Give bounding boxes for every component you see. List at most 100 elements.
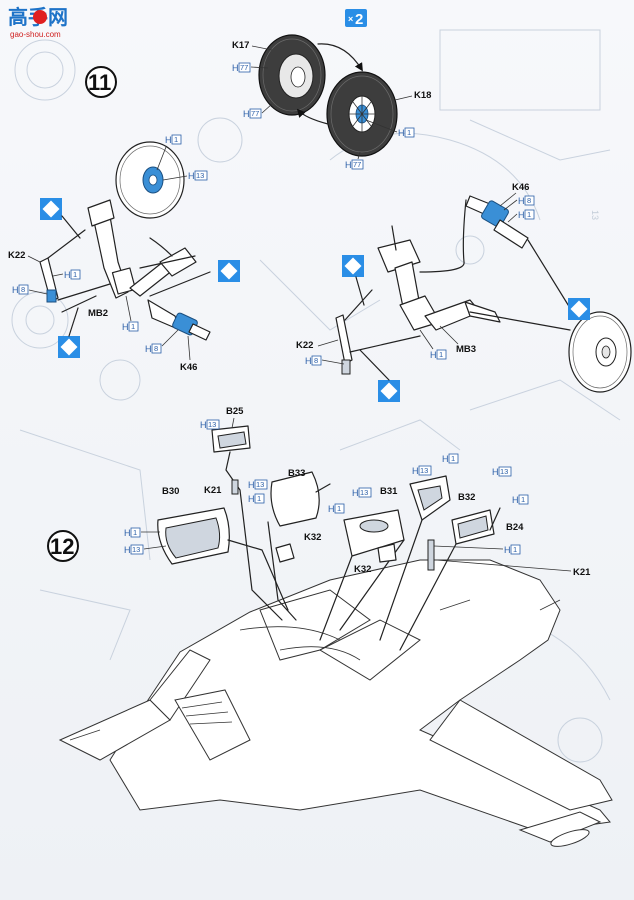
paint-ref-h8-right-k22: H 8 xyxy=(305,355,345,366)
svg-text:1: 1 xyxy=(257,494,261,503)
svg-text:1: 1 xyxy=(439,350,443,359)
paint-ref-h13-left-wheel: H 13 xyxy=(162,170,208,181)
times-sign: × xyxy=(348,14,353,24)
svg-text:H: H xyxy=(122,322,129,332)
svg-text:1: 1 xyxy=(521,495,525,504)
part-k32-right xyxy=(377,543,397,563)
paint-ref-h77-k17-top: H 77 xyxy=(232,62,269,73)
svg-text:H: H xyxy=(398,128,405,138)
right-wing xyxy=(429,699,613,811)
svg-text:H: H xyxy=(124,545,131,555)
svg-text:H: H xyxy=(12,285,19,295)
svg-text:H: H xyxy=(328,504,335,514)
label-left-k46: K46 xyxy=(180,362,197,373)
svg-text:13: 13 xyxy=(420,466,428,475)
paint-ref-h1-mb3: H 1 xyxy=(419,329,447,360)
svg-text:H: H xyxy=(518,210,525,220)
cockpit-parts: B25 H 13 K21 B33 H 13 H 1 B30 H xyxy=(124,406,591,651)
svg-text:1: 1 xyxy=(513,545,517,554)
svg-text:13: 13 xyxy=(196,171,204,180)
svg-text:H: H xyxy=(200,420,207,430)
svg-text:H: H xyxy=(504,545,511,555)
svg-text:H: H xyxy=(512,495,519,505)
paint-ref-h1-k18: H 1 xyxy=(365,119,415,138)
label-b30: B30 xyxy=(162,486,179,497)
left-gear-assembly: K22 MB2 K46 H 1 H 13 H 1 H 8 xyxy=(8,134,240,373)
paint-ref-h1-right-k46: H 1 xyxy=(507,209,535,223)
label-k18: K18 xyxy=(414,90,431,101)
diamond-callout-icon xyxy=(58,307,80,358)
paint-ref-h8-left-k22: H 8 xyxy=(12,284,48,295)
paint-ref-h1-left-k22: H 1 xyxy=(52,269,81,280)
paint-ref-h1-b33: H 1 xyxy=(248,493,265,504)
label-b24: B24 xyxy=(506,522,524,533)
svg-text:H: H xyxy=(412,466,419,476)
svg-text:H: H xyxy=(305,356,312,366)
svg-text:13: 13 xyxy=(208,420,216,429)
svg-text:H: H xyxy=(345,160,352,170)
label-k17: K17 xyxy=(232,40,249,51)
step-11-number: 11 xyxy=(88,70,111,95)
wheel-assembly: K17 K18 H 77 H 77 H 1 H 77 xyxy=(232,34,431,170)
svg-text:H: H xyxy=(248,494,255,504)
label-k21-left: K21 xyxy=(204,485,222,496)
svg-text:H: H xyxy=(232,63,239,73)
label-b33: B33 xyxy=(288,468,305,479)
svg-text:13: 13 xyxy=(500,467,508,476)
svg-text:1: 1 xyxy=(174,135,178,144)
label-k32-right: K32 xyxy=(354,564,371,575)
part-k32-left xyxy=(275,543,295,563)
label-k21-right: K21 xyxy=(573,567,591,578)
svg-text:H: H xyxy=(518,196,525,206)
svg-text:1: 1 xyxy=(407,128,411,137)
paint-ref-h13-b33: H 13 xyxy=(248,479,268,490)
logo-url: gao-shou.com xyxy=(10,30,61,39)
paint-ref-h1-mb2: H 1 xyxy=(122,295,139,332)
svg-text:H: H xyxy=(165,135,172,145)
diamond-callout-icon xyxy=(568,298,590,320)
label-right-k46: K46 xyxy=(512,182,529,193)
site-logo: 高手网 gao-shou.com xyxy=(8,5,68,39)
paint-ref-h8-right-k46: H 8 xyxy=(503,195,535,211)
paint-ref-h13-b24: H 13 xyxy=(492,466,512,477)
svg-text:H: H xyxy=(492,467,499,477)
svg-text:8: 8 xyxy=(314,356,318,365)
step-12-marker: 12 xyxy=(47,530,79,562)
label-b31: B31 xyxy=(380,486,398,497)
svg-text:H: H xyxy=(442,454,449,464)
logo-red-dot-icon xyxy=(33,10,47,24)
paint-ref-h1-left-wheel: H 1 xyxy=(156,134,182,171)
svg-text:H: H xyxy=(145,344,152,354)
svg-text:H: H xyxy=(188,171,195,181)
svg-text:8: 8 xyxy=(154,344,158,353)
svg-text:1: 1 xyxy=(133,528,137,537)
svg-text:8: 8 xyxy=(21,285,25,294)
paint-ref-h13-b31: H 13 xyxy=(352,487,372,498)
paint-ref-h1-b31: H 1 xyxy=(328,503,345,514)
diamond-callout-icon xyxy=(359,349,400,402)
label-k32-left: K32 xyxy=(304,532,321,543)
ghost-step-number: 13 xyxy=(590,210,600,220)
right-k22-part xyxy=(335,314,353,365)
step-12-number: 12 xyxy=(50,534,74,559)
svg-text:77: 77 xyxy=(251,109,259,118)
fuselage-outline xyxy=(58,559,613,847)
paint-ref-h1-b24: H 1 xyxy=(512,494,529,505)
svg-text:1: 1 xyxy=(451,454,455,463)
svg-text:77: 77 xyxy=(240,63,248,72)
paint-ref-h77-k17-bottom: H 77 xyxy=(243,103,273,119)
paint-ref-h1-b32: H 1 xyxy=(442,453,459,464)
part-k21-left xyxy=(231,479,239,495)
paint-ref-h13-b30: H 13 xyxy=(124,544,167,555)
label-mb2: MB2 xyxy=(88,308,108,319)
svg-text:13: 13 xyxy=(360,488,368,497)
svg-text:1: 1 xyxy=(527,210,531,219)
svg-text:H: H xyxy=(124,528,131,538)
svg-text:77: 77 xyxy=(353,160,361,169)
label-left-k22: K22 xyxy=(8,250,25,261)
label-b32: B32 xyxy=(458,492,475,503)
label-mb3: MB3 xyxy=(456,344,476,355)
step-11-marker: 11 xyxy=(85,66,117,98)
svg-text:1: 1 xyxy=(337,504,341,513)
